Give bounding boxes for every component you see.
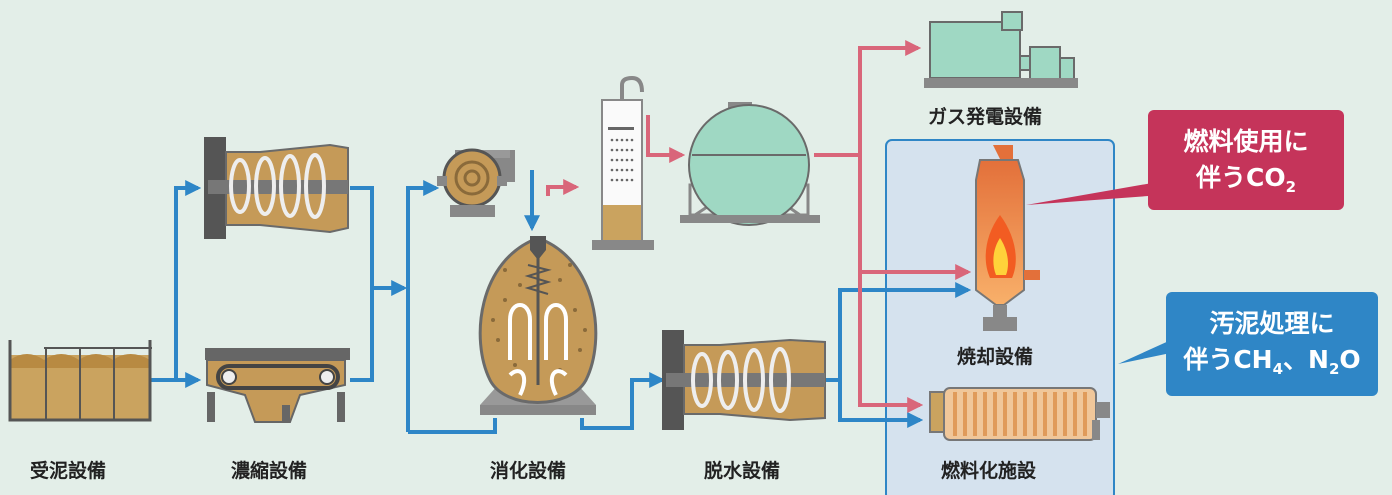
dewatering-machine: [662, 330, 826, 430]
digester: [478, 236, 598, 415]
screw-thickener: [204, 137, 349, 239]
pump: [437, 148, 515, 217]
label-dewatering: 脱水設備: [704, 460, 781, 482]
fuel-co2-callout: 燃料使用に 伴うCO2: [1148, 110, 1344, 210]
receiving-tank: [8, 340, 152, 422]
label-gas-power: ガス発電設備: [928, 106, 1043, 128]
fuelization-dryer: [929, 387, 1110, 441]
label-fuelization: 燃料化施設: [941, 460, 1037, 482]
label-thickening: 濃縮設備: [231, 460, 308, 482]
incinerator: [975, 145, 1040, 331]
gas-holder: [680, 102, 820, 226]
sludge-ch4-n2o-callout: 汚泥処理に 伴うCH4、N2O: [1166, 292, 1378, 396]
sludge-callout-line2: 伴うCH4、N2O: [1183, 345, 1361, 378]
fuel-callout-line2: 伴うCO2: [1195, 163, 1297, 196]
sludge-callout-line1: 汚泥処理に: [1209, 309, 1335, 338]
gas-generator: [924, 11, 1078, 88]
label-digestion: 消化設備: [490, 460, 567, 482]
label-incineration: 焼却設備: [957, 346, 1034, 368]
sludge-flow-lines: [150, 170, 972, 434]
gas-flow-lines: [546, 40, 972, 413]
label-receiving: 受泥設備: [30, 460, 107, 482]
fuel-callout-line1: 燃料使用に: [1183, 127, 1309, 156]
belt-thickener: [205, 348, 350, 423]
gas-desulfurizer: [592, 75, 654, 250]
